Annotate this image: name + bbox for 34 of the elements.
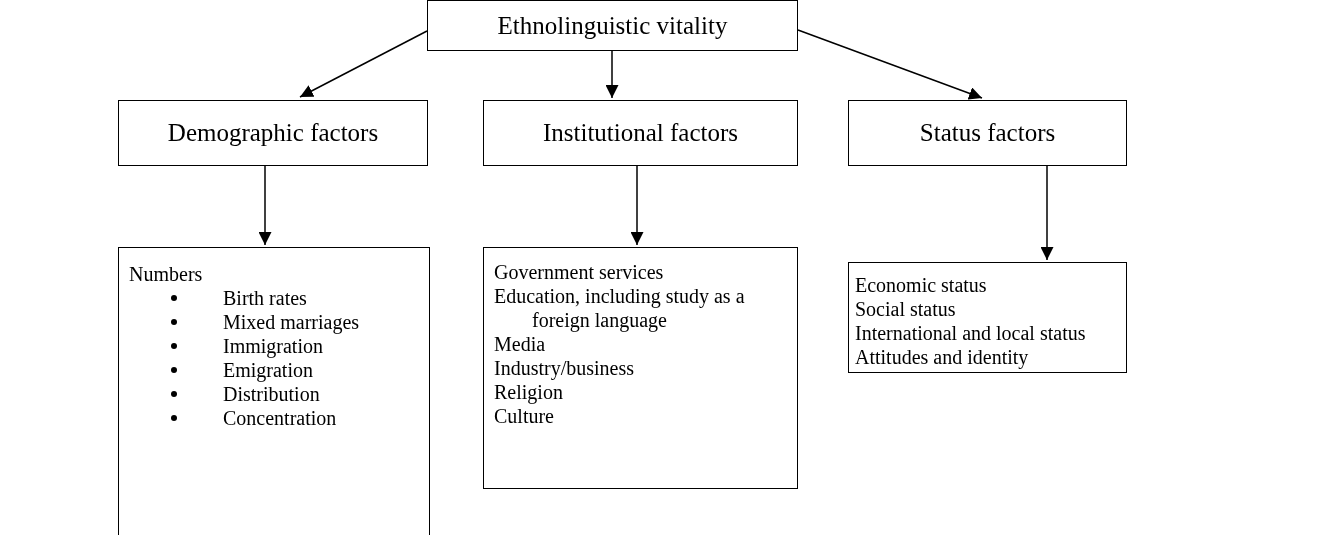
arrow	[605, 50, 619, 99]
list-item: Religion	[494, 380, 563, 404]
list-box	[118, 247, 430, 535]
arrow	[258, 165, 272, 246]
list-item: Culture	[494, 404, 554, 428]
bullet-item: Mixed marriages	[169, 310, 360, 334]
bullet-item: Concentration	[169, 406, 337, 430]
list-item: International and local status	[855, 321, 1086, 345]
list-item: Government services	[494, 260, 664, 284]
arrow	[299, 30, 428, 98]
bullet-item: Emigration	[169, 358, 313, 382]
arrow	[630, 165, 644, 246]
list-box	[483, 247, 798, 489]
list-item: Attitudes and identity	[855, 345, 1029, 369]
box-title: Ethnolinguistic vitality	[497, 11, 728, 40]
list-heading: Numbers	[129, 262, 203, 286]
category-box	[483, 100, 798, 166]
bullet-item: Immigration	[169, 334, 323, 358]
arrow	[1040, 165, 1054, 261]
bullet-item: Distribution	[169, 382, 320, 406]
list-item: Education, including study as a foreign language	[494, 284, 746, 332]
box-title: Demographic factors	[167, 119, 379, 147]
bullet-item: Birth rates	[169, 286, 307, 310]
category-box	[848, 100, 1127, 166]
list-item: Media	[494, 332, 546, 356]
box-title: Status factors	[919, 119, 1056, 147]
list-item: Economic status	[855, 273, 987, 297]
box-title: Institutional factors	[542, 119, 739, 147]
category-box	[118, 100, 428, 166]
list-item: Social status	[855, 297, 956, 321]
category-box	[427, 0, 798, 51]
arrow	[797, 29, 983, 100]
list-box	[848, 262, 1127, 373]
list-item: Industry/business	[494, 356, 634, 380]
